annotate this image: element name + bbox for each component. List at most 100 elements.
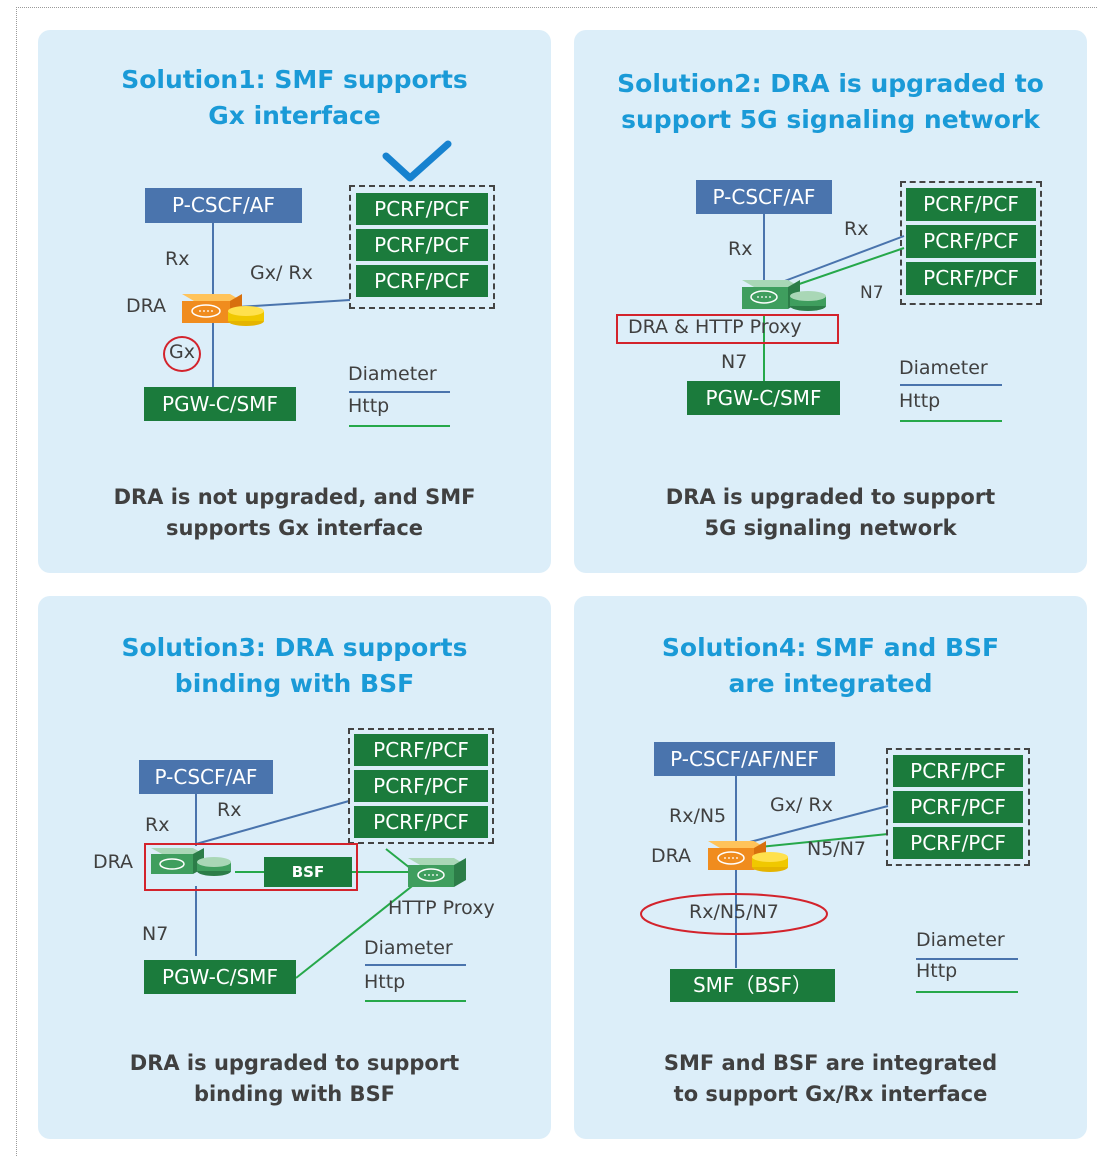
- pcrf-stack: PCRF/PCF PCRF/PCF PCRF/PCF: [356, 193, 488, 297]
- orange-server-icon: [708, 841, 788, 872]
- gx-label: Gx: [169, 341, 195, 363]
- panel-4-title: Solution4: SMF and BSF are integrated: [574, 630, 1087, 702]
- legend-http: Http: [916, 960, 958, 982]
- caption-line-1: DRA is upgraded to support: [129, 1051, 460, 1075]
- pcrf-group: [348, 728, 494, 844]
- bsf-box: BSF: [264, 857, 352, 887]
- orange-server-icon: [182, 294, 264, 326]
- dra-pcrf-diameter-link: [745, 805, 889, 844]
- panel-1-caption: DRA is not upgraded, and SMF supports Gx…: [38, 482, 551, 544]
- http-proxy-label: HTTP Proxy: [388, 897, 495, 919]
- caption-line-1: DRA is not upgraded, and SMF: [113, 485, 476, 509]
- green-server-icon: [408, 858, 466, 887]
- dra-bsf-highlight: [144, 843, 358, 891]
- af-box: P-CSCF/AF: [139, 760, 273, 794]
- caption-line-2: to support Gx/Rx interface: [673, 1082, 988, 1106]
- pcrf-stack: PCRF/PCF PCRF/PCF PCRF/PCF: [906, 188, 1036, 295]
- n5-n7-label: N5/N7: [807, 838, 867, 860]
- af-box: P-CSCF/AF: [145, 188, 302, 223]
- panel-3-caption: DRA is upgraded to support binding with …: [38, 1048, 551, 1110]
- page-frame: [16, 7, 1098, 1156]
- rx-left-label: Rx: [145, 814, 170, 836]
- legend-diameter: Diameter: [348, 363, 437, 385]
- pcrf-box: PCRF/PCF: [356, 265, 488, 297]
- caption-line-1: DRA is upgraded to support: [665, 485, 996, 509]
- panel-2-title: Solution2: DRA is upgraded to support 5G…: [574, 66, 1087, 138]
- panel-2-caption: DRA is upgraded to support 5G signaling …: [574, 482, 1087, 544]
- dra-pcrf-link: [195, 800, 350, 845]
- pcrf-box: PCRF/PCF: [906, 262, 1036, 295]
- smf-box: PGW-C/SMF: [687, 381, 840, 415]
- pcrf-box: PCRF/PCF: [354, 806, 488, 838]
- gx-rx-label: Gx/ Rx: [250, 262, 313, 284]
- n7-label: N7: [142, 923, 169, 945]
- caption-line-2: supports Gx interface: [165, 516, 424, 540]
- rx-n5-n7-highlight-ring: [640, 893, 828, 935]
- pcrf-proxy-link: [385, 848, 411, 869]
- dra-pcrf-http-link: [749, 833, 889, 849]
- checkmark-icon: [382, 140, 452, 182]
- rx-n5-label: Rx/N5: [669, 805, 727, 827]
- pcrf-box: PCRF/PCF: [354, 770, 488, 802]
- legend-http: Http: [348, 395, 390, 417]
- smf-box: PGW-C/SMF: [144, 387, 296, 421]
- rx-left-label: Rx: [728, 238, 753, 260]
- panel-solution-2: Solution2: DRA is upgraded to support 5G…: [574, 30, 1087, 573]
- panel-1-title: Solution1: SMF supports Gx interface: [38, 62, 551, 134]
- af-box: P-CSCF/AF/NEF: [654, 742, 835, 776]
- panel-solution-4: Solution4: SMF and BSF are integrated P-…: [574, 596, 1087, 1139]
- panel-3-title: Solution3: DRA supports binding with BSF: [38, 630, 551, 702]
- dra-pcrf-link: [237, 299, 351, 308]
- rx-label: Rx: [165, 248, 190, 270]
- dra-proxy-label: DRA & HTTP Proxy: [628, 316, 802, 338]
- pcrf-stack: PCRF/PCF PCRF/PCF PCRF/PCF: [354, 734, 488, 838]
- pcrf-group: [900, 181, 1042, 305]
- dra-proxy-highlight: [616, 314, 839, 344]
- pcrf-box: PCRF/PCF: [893, 791, 1023, 823]
- caption-line-1: SMF and BSF are integrated: [663, 1051, 998, 1075]
- pcrf-group: [349, 185, 495, 309]
- rx-right-label: Rx: [217, 799, 242, 821]
- legend-http: Http: [899, 390, 941, 412]
- panel-solution-3: Solution3: DRA supports binding with BSF…: [38, 596, 551, 1139]
- smf-bsf-box: SMF（BSF）: [670, 969, 835, 1002]
- pcrf-group: [886, 748, 1030, 866]
- panel-1-lines: [182, 140, 452, 427]
- pcrf-stack: PCRF/PCF PCRF/PCF PCRF/PCF: [893, 755, 1023, 859]
- legend-diameter: Diameter: [899, 357, 988, 379]
- pcrf-box: PCRF/PCF: [893, 755, 1023, 787]
- pcrf-box: PCRF/PCF: [906, 188, 1036, 221]
- title-line-1: Solution1: SMF supports: [121, 65, 468, 94]
- title-line-1: Solution3: DRA supports: [121, 633, 468, 662]
- smf-proxy-link: [295, 882, 417, 979]
- title-line-2: Gx interface: [208, 101, 381, 130]
- pcrf-box: PCRF/PCF: [354, 734, 488, 766]
- rx-n5-n7-label: Rx/N5/N7: [689, 901, 779, 923]
- legend-diameter: Diameter: [364, 937, 453, 959]
- pcrf-box: PCRF/PCF: [356, 193, 488, 225]
- pcrf-box: PCRF/PCF: [906, 225, 1036, 258]
- gx-highlight-ring: [163, 336, 201, 372]
- gx-rx-label: Gx/ Rx: [770, 794, 833, 816]
- af-box: P-CSCF/AF: [696, 180, 832, 214]
- dra-pcrf-diameter-link: [773, 235, 905, 286]
- pcrf-box: PCRF/PCF: [893, 827, 1023, 859]
- legend-http: Http: [364, 971, 406, 993]
- panel-4-lines: [640, 775, 1018, 993]
- rx-right-label: Rx: [844, 218, 869, 240]
- title-line-2: are integrated: [728, 669, 933, 698]
- title-line-1: Solution2: DRA is upgraded to: [617, 69, 1044, 98]
- pcrf-box: PCRF/PCF: [356, 229, 488, 261]
- n7-right-label: N7: [860, 283, 884, 303]
- dra-label: DRA: [93, 851, 134, 873]
- title-line-2: binding with BSF: [174, 669, 415, 698]
- dra-label: DRA: [126, 295, 167, 317]
- panel-2-lines: [742, 213, 1002, 422]
- panel-3-lines: [151, 794, 466, 1002]
- smf-box: PGW-C/SMF: [144, 960, 296, 994]
- n7-label: N7: [721, 351, 748, 373]
- green-server-icon: [742, 280, 826, 311]
- dra-label: DRA: [651, 845, 692, 867]
- title-line-1: Solution4: SMF and BSF: [661, 633, 1000, 662]
- title-line-2: support 5G signaling network: [621, 105, 1040, 134]
